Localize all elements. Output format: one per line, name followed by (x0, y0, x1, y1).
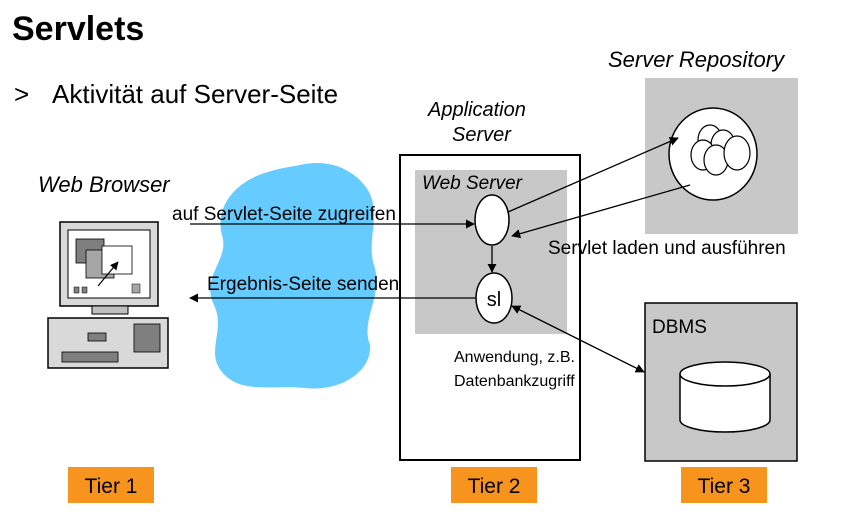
web-browser-label: Web Browser (38, 172, 171, 197)
tier-1-label: Tier 1 (85, 475, 138, 498)
application-server-label-line2: Server (452, 124, 512, 146)
server-repository-label: Server Repository (608, 47, 786, 72)
request-label: auf Servlet-Seite zugreifen (172, 204, 396, 225)
tier-2-box: Tier 2 (451, 467, 537, 503)
dbms-label: DBMS (652, 317, 707, 338)
bullet-text: Aktivität auf Server-Seite (52, 79, 338, 109)
response-label: Ergebnis-Seite senden (207, 274, 399, 295)
servlet-load-arrow (511, 184, 691, 239)
web-server-label: Web Server (422, 173, 523, 194)
application-server-label-line1: Application (427, 99, 526, 121)
tier-2-label: Tier 2 (468, 475, 521, 498)
database-cylinder-icon (679, 361, 771, 433)
db-access-label-line1: Anwendung, z.B. (454, 349, 575, 366)
bullet-marker: > (14, 79, 29, 109)
db-access-label-line2: Datenbankzugriff (454, 373, 575, 390)
slide-title: Servlets (12, 10, 144, 48)
repository-request-arrow (507, 137, 679, 213)
internet-cloud (210, 162, 377, 389)
servlet-node-label: sl (487, 289, 501, 311)
servlet-bundle-icon (690, 124, 751, 176)
web-server-node (474, 194, 510, 246)
web-browser-computer-icon (47, 221, 169, 369)
tier-1-box: Tier 1 (68, 467, 154, 503)
db-access-arrow (511, 305, 645, 373)
tier-3-label: Tier 3 (698, 475, 751, 498)
tier-3-box: Tier 3 (681, 467, 767, 503)
servlet-load-label: Servlet laden und ausführen (548, 238, 786, 259)
